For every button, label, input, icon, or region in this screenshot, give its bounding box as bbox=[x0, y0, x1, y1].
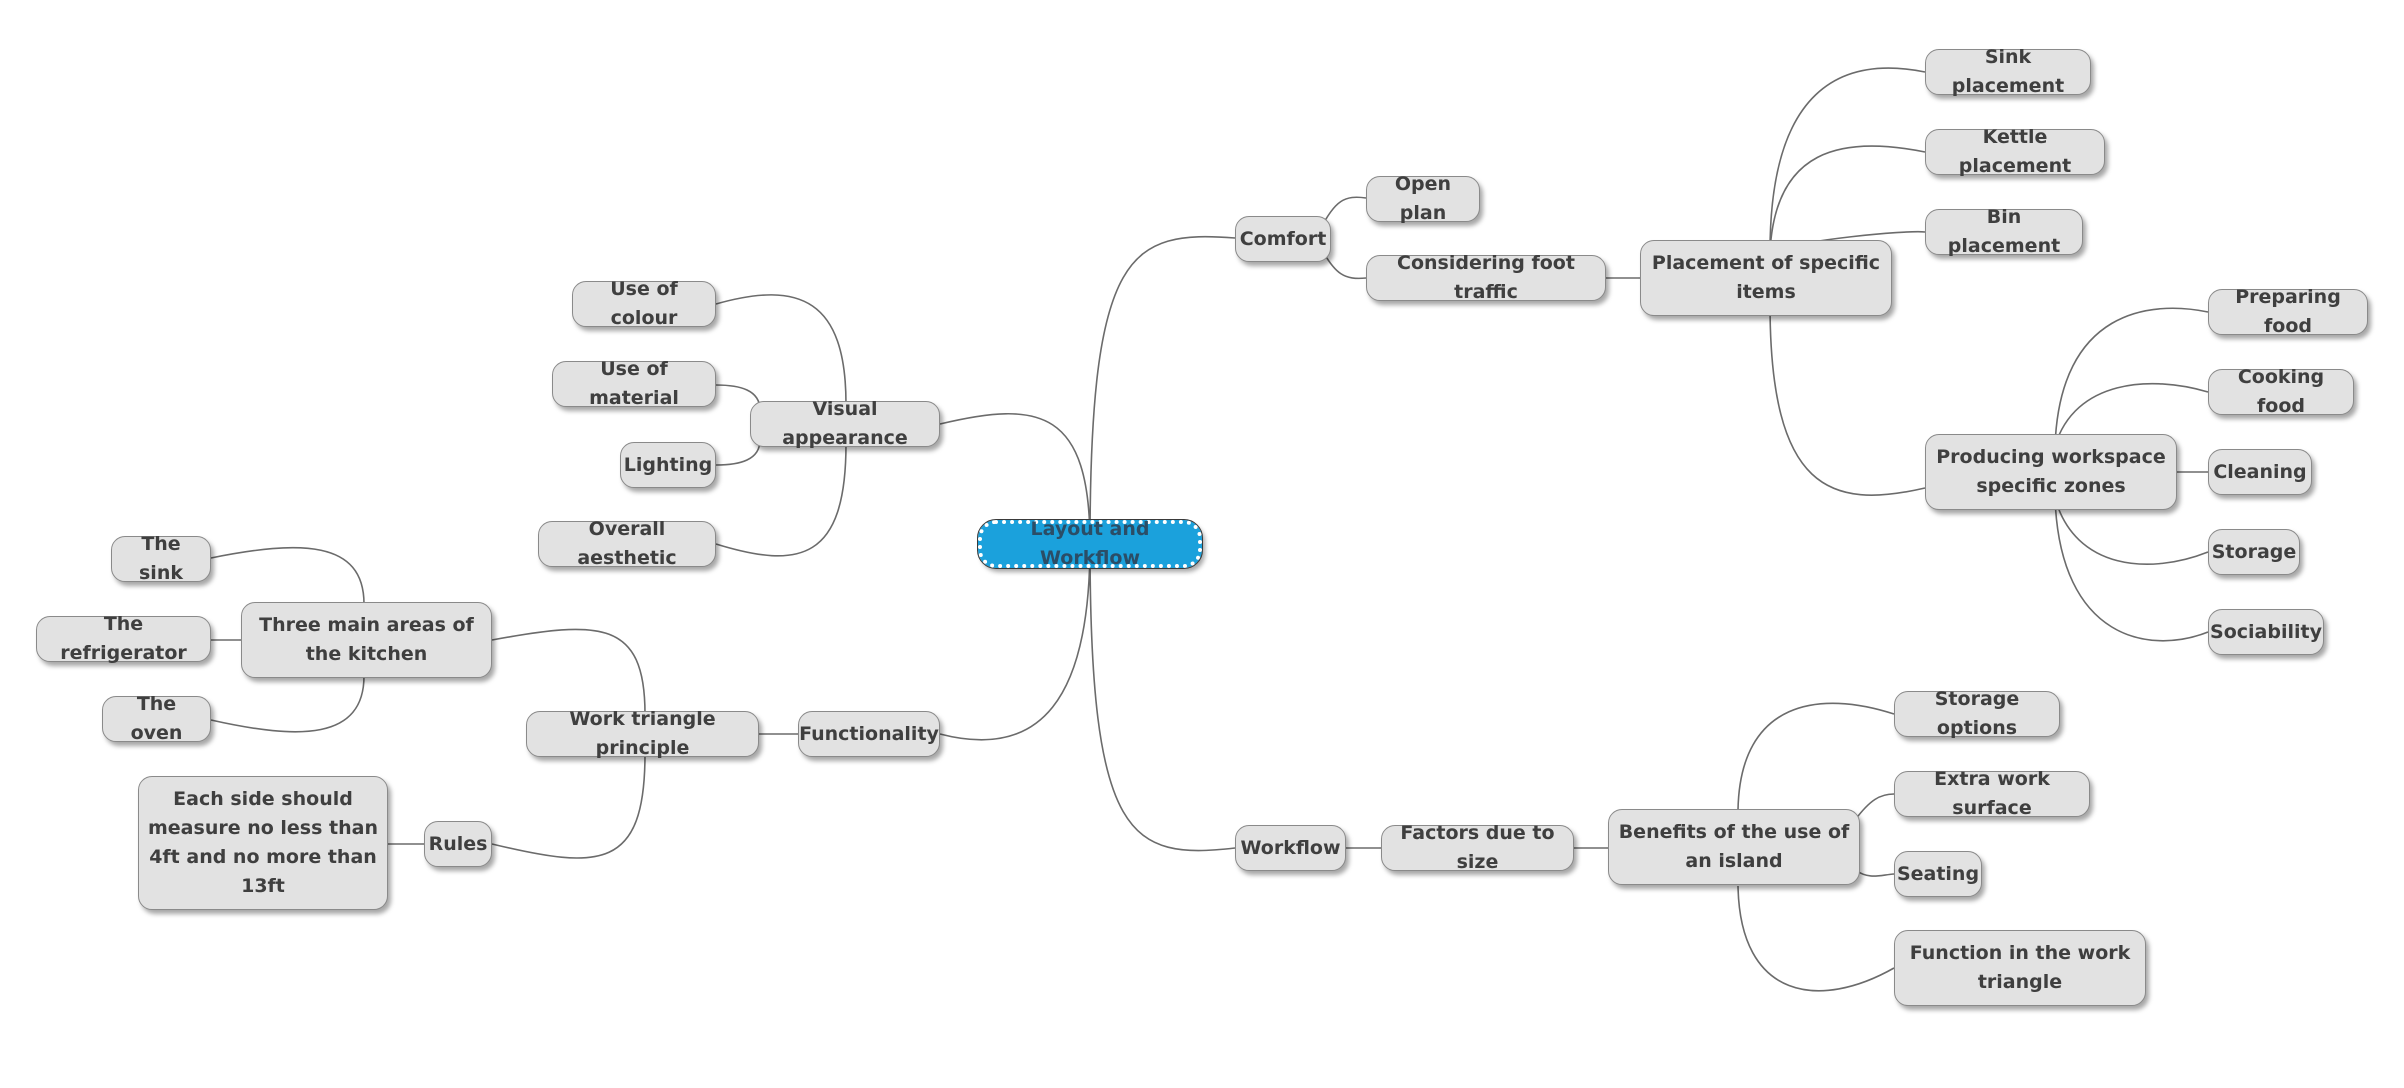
link-visual-colour bbox=[715, 294, 847, 405]
link-visual-lighting bbox=[715, 439, 761, 466]
node-cooking-food[interactable]: Cooking food bbox=[2208, 366, 2354, 417]
node-open-plan[interactable]: Open plan bbox=[1366, 173, 1480, 224]
node-sociability[interactable]: Sociability bbox=[2208, 609, 2324, 655]
node-functionality[interactable]: Functionality bbox=[798, 711, 940, 757]
link-placement-sink bbox=[1769, 67, 1926, 253]
node-factors-size[interactable]: Factors due to size bbox=[1381, 822, 1574, 873]
node-colour[interactable]: Use of colour bbox=[572, 278, 716, 329]
node-bin-placement[interactable]: Bin placement bbox=[1925, 206, 2083, 257]
node-storage-options[interactable]: Storage options bbox=[1894, 688, 2060, 739]
link-three-oven bbox=[210, 675, 365, 733]
node-foot-traffic[interactable]: Considering foot traffic bbox=[1366, 252, 1606, 303]
link-root-comfort bbox=[1089, 235, 1236, 545]
link-zones-storage bbox=[2054, 497, 2209, 566]
node-triangle-principle[interactable]: Work triangle principle bbox=[526, 708, 759, 759]
node-placement[interactable]: Placement of specific items bbox=[1640, 240, 1892, 316]
link-island-seating bbox=[1854, 869, 1895, 877]
node-rules[interactable]: Rules bbox=[424, 821, 492, 867]
link-island-storageopt bbox=[1737, 702, 1895, 811]
node-visual[interactable]: Visual appearance bbox=[750, 398, 940, 449]
link-placement-kettle bbox=[1769, 145, 1926, 253]
node-extra-surface[interactable]: Extra work surface bbox=[1894, 768, 2090, 819]
link-island-extra bbox=[1854, 793, 1895, 821]
node-sink-placement[interactable]: Sink placement bbox=[1925, 46, 2091, 97]
node-rule-text[interactable]: Each side should measure no less than 4f… bbox=[138, 776, 388, 910]
node-comfort[interactable]: Comfort bbox=[1235, 216, 1331, 262]
node-storage[interactable]: Storage bbox=[2208, 529, 2300, 575]
link-three-sink bbox=[210, 546, 365, 605]
node-workflow[interactable]: Workflow bbox=[1235, 825, 1346, 871]
link-placement-zones bbox=[1769, 303, 1926, 496]
node-zones[interactable]: Producing workspace specific zones bbox=[1925, 434, 2177, 510]
node-island-benefits[interactable]: Benefits of the use of an island bbox=[1608, 809, 1860, 885]
node-lighting[interactable]: Lighting bbox=[620, 442, 716, 488]
node-kettle-placement[interactable]: Kettle placement bbox=[1925, 126, 2105, 177]
node-cleaning[interactable]: Cleaning bbox=[2208, 449, 2312, 495]
node-sink[interactable]: The sink bbox=[111, 533, 211, 584]
node-material[interactable]: Use of material bbox=[552, 358, 716, 409]
node-three-areas[interactable]: Three main areas of the kitchen bbox=[241, 602, 492, 678]
node-work-triangle-fn[interactable]: Function in the work triangle bbox=[1894, 930, 2146, 1006]
link-root-visual bbox=[939, 413, 1091, 545]
node-preparing-food[interactable]: Preparing food bbox=[2208, 286, 2368, 337]
node-aesthetic[interactable]: Overall aesthetic bbox=[538, 518, 716, 569]
root-node[interactable]: Layout and Workflow bbox=[977, 518, 1203, 569]
link-zones-preparing bbox=[2054, 307, 2209, 447]
link-zones-sociability bbox=[2054, 497, 2209, 642]
node-seating[interactable]: Seating bbox=[1894, 851, 1982, 897]
node-fridge[interactable]: The refrigerator bbox=[36, 613, 211, 664]
link-root-functionality bbox=[939, 543, 1091, 741]
link-triangle-rules bbox=[491, 753, 646, 859]
link-zones-cooking bbox=[2054, 382, 2209, 447]
link-visual-aesthetic bbox=[715, 443, 847, 557]
link-root-workflow bbox=[1089, 543, 1236, 852]
link-triangle-three bbox=[491, 628, 646, 715]
link-island-triangle bbox=[1737, 885, 1895, 992]
node-oven[interactable]: The oven bbox=[102, 693, 211, 744]
